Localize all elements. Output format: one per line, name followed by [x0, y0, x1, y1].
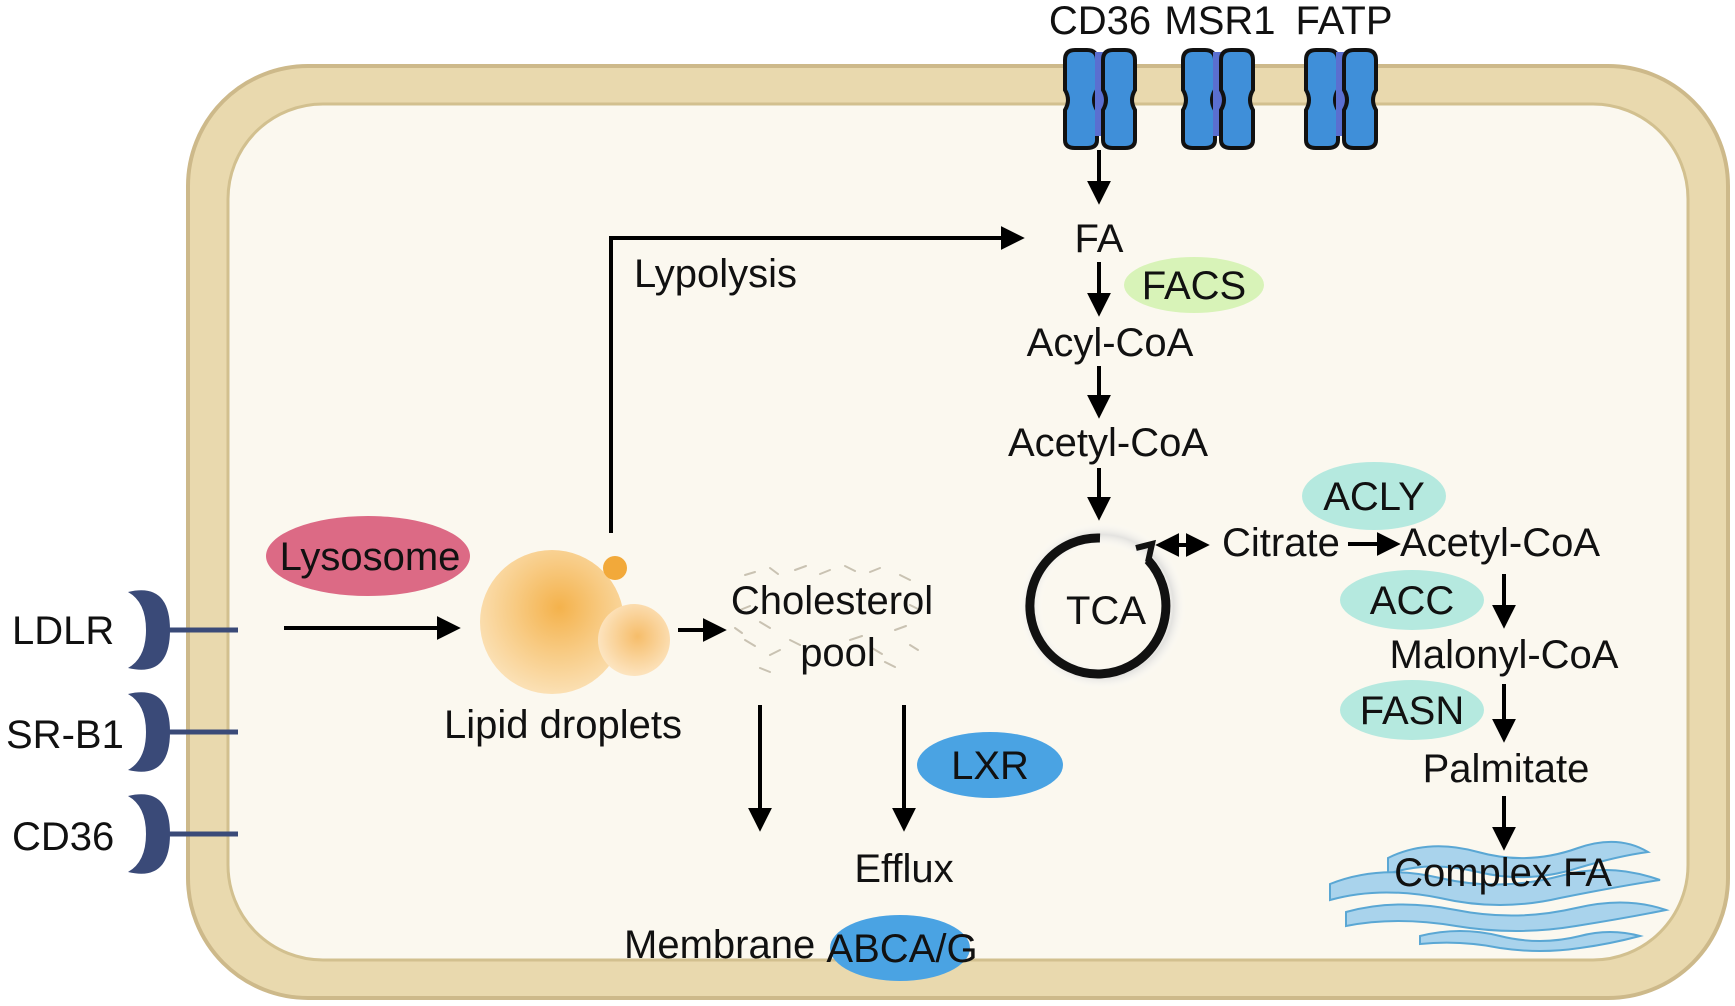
acetyl-coa-label: Acetyl-CoA	[1008, 421, 1208, 465]
endoplasmic-reticulum-icon	[1329, 840, 1670, 952]
malonyl-coa-label: Malonyl-CoA	[1390, 633, 1619, 677]
receptor-label-cd36-left: CD36	[12, 815, 114, 859]
lypolysis-label: Lypolysis	[634, 252, 797, 296]
cell	[186, 64, 1730, 1000]
fasn-badge: FASN	[1340, 680, 1484, 740]
acyl-coa-label: Acyl-CoA	[1027, 321, 1194, 365]
lipid-droplets-icon	[480, 550, 670, 694]
membrane-label: Membrane	[624, 923, 815, 967]
receptor-fatp-icon	[1304, 48, 1378, 150]
lysosome: Lysosome	[266, 516, 470, 596]
facs-badge: FACS	[1124, 257, 1264, 313]
cholesterol-pool-label-1: Cholesterol	[731, 579, 933, 623]
fa-label: FA	[1075, 217, 1124, 261]
lxr-badge: LXR	[917, 732, 1063, 798]
lysosome-label: Lysosome	[280, 535, 461, 579]
tca-cycle-icon	[1018, 522, 1186, 690]
acly-label: ACLY	[1323, 475, 1425, 519]
lipid-droplets-label: Lipid droplets	[444, 703, 682, 747]
acc-label: ACC	[1370, 579, 1454, 623]
receptor-label-ldlr: LDLR	[12, 609, 114, 653]
lypolysis-arrow	[609, 226, 1025, 533]
receptor-ldlr-icon	[128, 590, 238, 670]
receptor-label-msr1: MSR1	[1164, 0, 1275, 43]
top-receptors: CD36 MSR1 FATP	[1049, 0, 1393, 150]
left-receptors: LDLR SR-B1 CD36	[6, 590, 238, 874]
acc-badge: ACC	[1340, 570, 1484, 630]
efflux-label: Efflux	[854, 847, 953, 891]
receptor-label-cd36-top: CD36	[1049, 0, 1151, 43]
cholesterol-pool-label-2: pool	[800, 631, 876, 675]
receptor-label-srb1: SR-B1	[6, 713, 124, 757]
lxr-label: LXR	[951, 744, 1029, 788]
acly-badge: ACLY	[1302, 462, 1446, 530]
fasn-label: FASN	[1360, 689, 1464, 733]
receptor-cd36-left-icon	[128, 794, 238, 874]
tca-label: TCA	[1066, 589, 1146, 633]
receptor-label-fatp: FATP	[1295, 0, 1392, 43]
receptor-cd36-top-icon	[1063, 48, 1137, 150]
acetyl-coa-2-label: Acetyl-CoA	[1400, 521, 1600, 565]
facs-label: FACS	[1142, 264, 1246, 308]
receptor-msr1-icon	[1181, 48, 1255, 150]
citrate-label: Citrate	[1222, 521, 1340, 565]
cholesterol-pool-icon	[734, 565, 921, 673]
abcag-label: ABCA/G	[826, 927, 977, 971]
receptor-srb1-icon	[128, 692, 238, 772]
palmitate-label: Palmitate	[1423, 747, 1590, 791]
complex-fa-label: Complex FA	[1394, 851, 1612, 895]
abcag-badge: ABCA/G	[826, 915, 978, 981]
